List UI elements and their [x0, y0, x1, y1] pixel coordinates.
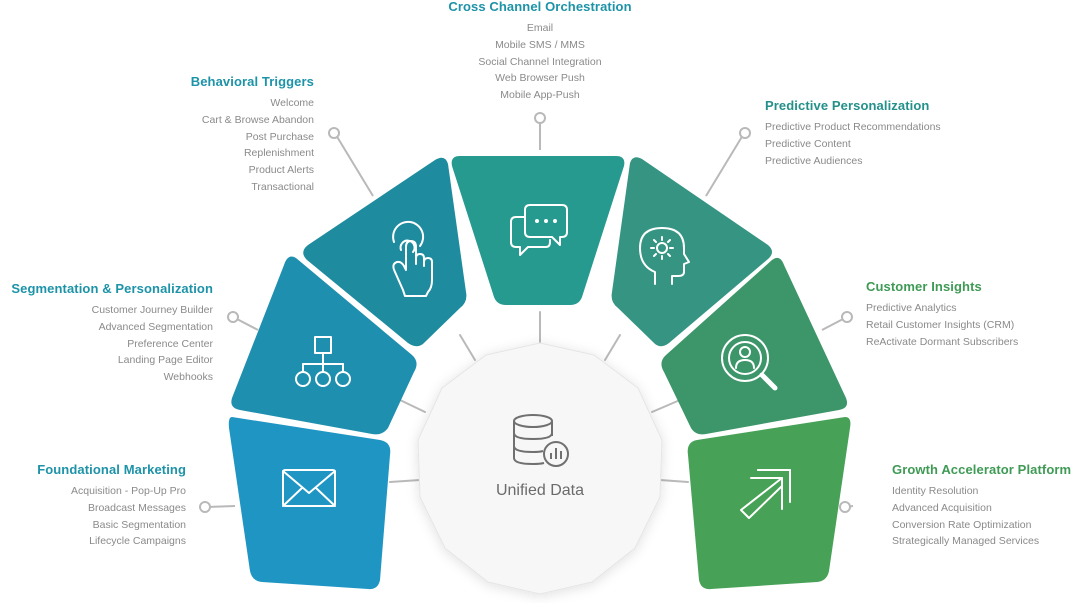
segment-foundational-marketing[interactable] [228, 417, 391, 590]
list-item: Cart & Browse Abandon [201, 113, 314, 126]
list-item: Acquisition - Pop-Up Pro [71, 485, 186, 497]
list-item: Basic Segmentation [92, 518, 186, 531]
list-item: Mobile SMS / MMS [495, 38, 585, 51]
inner-connectors [389, 311, 689, 483]
list-item: Transactional [251, 180, 314, 193]
list-item: Landing Page Editor [117, 354, 213, 367]
list-item: Preference Center [127, 337, 213, 350]
list-item: Predictive Analytics [866, 302, 957, 314]
label-behavioral-triggers: Behavioral Triggers Welcome Cart & Brows… [191, 74, 314, 196]
segment-segmentation-personalization[interactable] [231, 256, 417, 435]
list-item: Conversion Rate Optimization [892, 518, 1032, 531]
org-chart-icon [295, 336, 351, 387]
label-customer-insights: Customer Insights Predictive Analytics R… [866, 279, 1018, 350]
chat-bubbles-icon [510, 204, 568, 256]
magnifier-user-icon [721, 334, 778, 391]
segment-growth-accelerator-platform[interactable] [687, 417, 851, 590]
list-item: Customer Journey Builder [91, 304, 213, 316]
list-item: Email [526, 22, 554, 34]
segment-predictive-personalization[interactable] [611, 157, 772, 347]
unified-data-hub[interactable] [417, 342, 663, 595]
list-item: Welcome [270, 97, 314, 109]
list-item: Strategically Managed Services [892, 535, 1040, 548]
label-growth-accelerator-platform: Growth Accelerator Platform Identity Res… [892, 462, 1071, 550]
label-foundational-marketing: Foundational Marketing Acquisition - Pop… [37, 462, 186, 550]
list-item: Product Alerts [248, 164, 314, 177]
segment-cross-channel-orchestration[interactable] [451, 156, 625, 305]
list-item: Broadcast Messages [87, 501, 186, 514]
segment-title: Foundational Marketing [37, 462, 186, 477]
list-item: ReActivate Dormant Subscribers [866, 335, 1019, 348]
list-item: Lifecycle Campaigns [89, 535, 186, 548]
list-item: Advanced Segmentation [98, 320, 213, 333]
label-predictive-personalization: Predictive Personalization Predictive Pr… [765, 98, 941, 169]
list-item: Mobile App-Push [500, 89, 580, 102]
segment-title: Growth Accelerator Platform [892, 462, 1072, 477]
label-cross-channel-orchestration: Cross Channel Orchestration Email Mobile… [420, 0, 660, 104]
segment-title: Customer Insights [866, 279, 982, 294]
arrow-growth-icon [740, 469, 791, 519]
segment-title: Segmentation & Personalization [11, 281, 213, 296]
list-item: Replenishment [243, 147, 314, 160]
label-segmentation-personalization: Segmentation & Personalization Customer … [11, 281, 213, 386]
list-item: Predictive Content [765, 137, 851, 150]
segment-title: Behavioral Triggers [190, 74, 314, 89]
unified-data-label: Unified Data [496, 482, 584, 499]
database-chart-icon [513, 414, 569, 467]
segment-title: Predictive Personalization [765, 98, 930, 113]
hand-pointer-icon [392, 220, 433, 297]
list-item: Predictive Product Recommendations [765, 121, 941, 133]
list-item: Retail Customer Insights (CRM) [866, 318, 1015, 331]
head-gear-icon [639, 227, 690, 285]
segment-title: Cross Channel Orchestration [448, 0, 632, 14]
list-item: Post Purchase [245, 130, 314, 143]
segment-behavioral-triggers[interactable] [303, 157, 467, 347]
list-item: Web Browser Push [495, 72, 585, 85]
list-item: Social Channel Integration [478, 55, 602, 68]
outer-connectors [199, 112, 854, 513]
list-item: Identity Resolution [892, 485, 979, 497]
list-item: Predictive Audiences [765, 154, 863, 167]
envelope-icon [282, 469, 336, 507]
list-item: Webhooks [163, 371, 213, 384]
list-item: Advanced Acquisition [892, 501, 992, 514]
